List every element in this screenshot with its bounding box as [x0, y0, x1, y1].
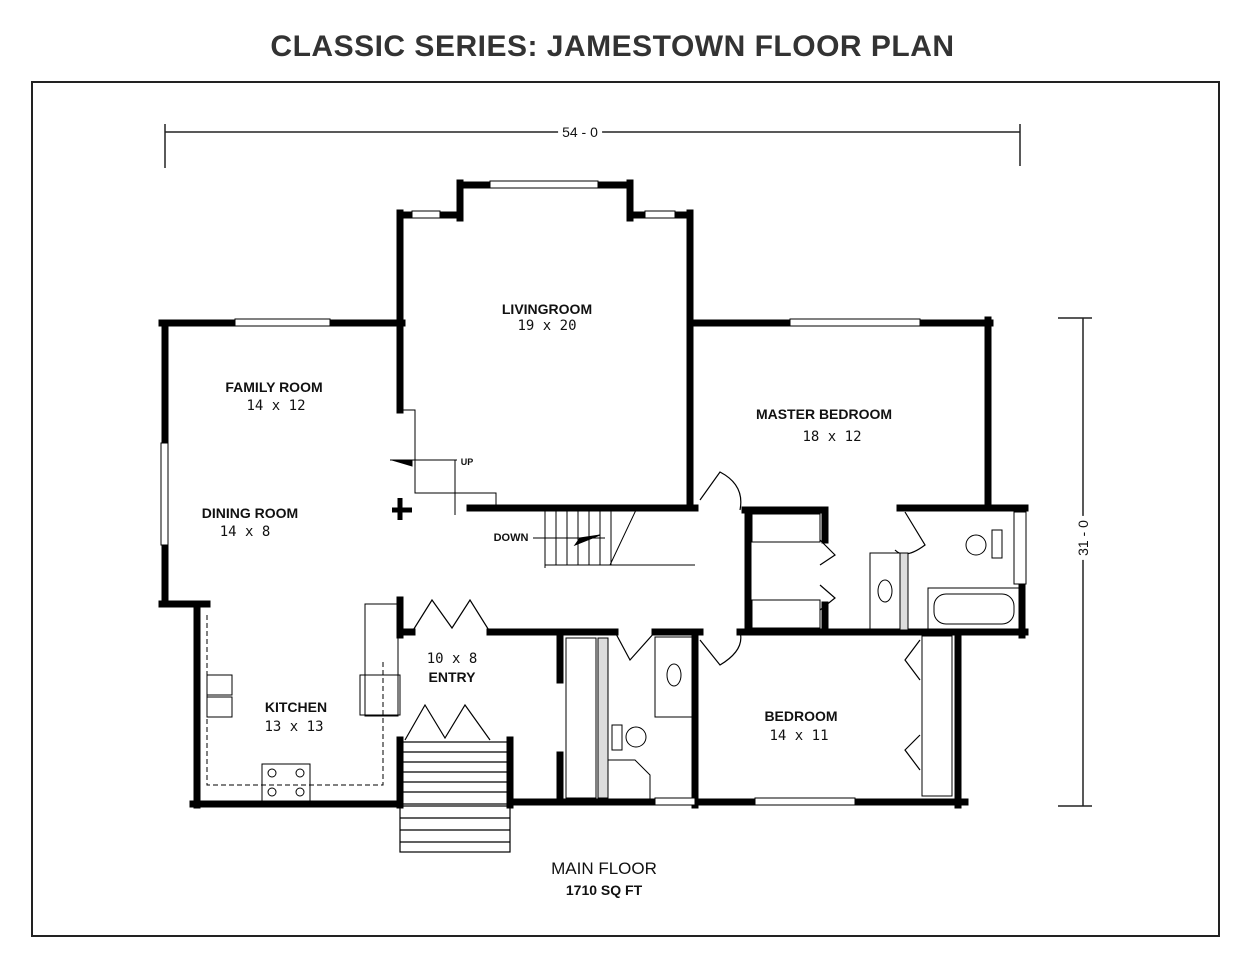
room-name-bedroom: BEDROOM — [764, 708, 838, 724]
room-size-kitchen: 13 x 13 — [264, 719, 324, 735]
wall-junction-marker — [392, 498, 412, 520]
fixtures — [206, 513, 1021, 803]
floor-name: MAIN FLOOR — [551, 859, 657, 878]
room-size-family-room: 14 x 12 — [246, 398, 306, 414]
stairs-up — [390, 409, 497, 520]
stairs-up-label: UP — [460, 457, 474, 467]
page-title: CLASSIC SERIES: JAMESTOWN FLOOR PLAN — [270, 30, 955, 63]
doors — [404, 471, 926, 771]
stairs-up-arrow-icon — [391, 459, 413, 467]
stairs-down-arrow-icon — [573, 534, 601, 547]
room-size-bedroom: 14 x 11 — [769, 728, 829, 744]
walls — [158, 179, 1029, 809]
room-name-kitchen: KITCHEN — [264, 699, 328, 715]
windows — [160, 180, 1027, 806]
depth-dimension-label: 31 - 0 — [1075, 516, 1091, 560]
width-dimension-label: 54 - 0 — [558, 124, 602, 140]
stairs-down-label: DOWN — [493, 532, 529, 544]
room-name-master-bedroom: MASTER BEDROOM — [755, 406, 893, 422]
plan-frame — [31, 81, 1220, 937]
room-size-dining-room: 14 x 8 — [219, 524, 271, 540]
depth-dimension-line — [1058, 317, 1092, 807]
room-name-family-room: FAMILY ROOM — [225, 379, 323, 395]
room-size-master-bedroom: 18 x 12 — [802, 429, 862, 445]
floor-area: 1710 SQ FT — [565, 882, 643, 898]
room-name-entry: ENTRY — [428, 669, 476, 685]
room-name-dining-room: DINING ROOM — [201, 505, 299, 521]
stairs-down — [533, 509, 695, 568]
entry-steps — [399, 741, 511, 853]
room-name-livingroom: LIVINGROOM — [501, 301, 593, 317]
room-size-livingroom: 19 x 20 — [517, 318, 577, 334]
room-size-entry: 10 x 8 — [426, 651, 478, 667]
